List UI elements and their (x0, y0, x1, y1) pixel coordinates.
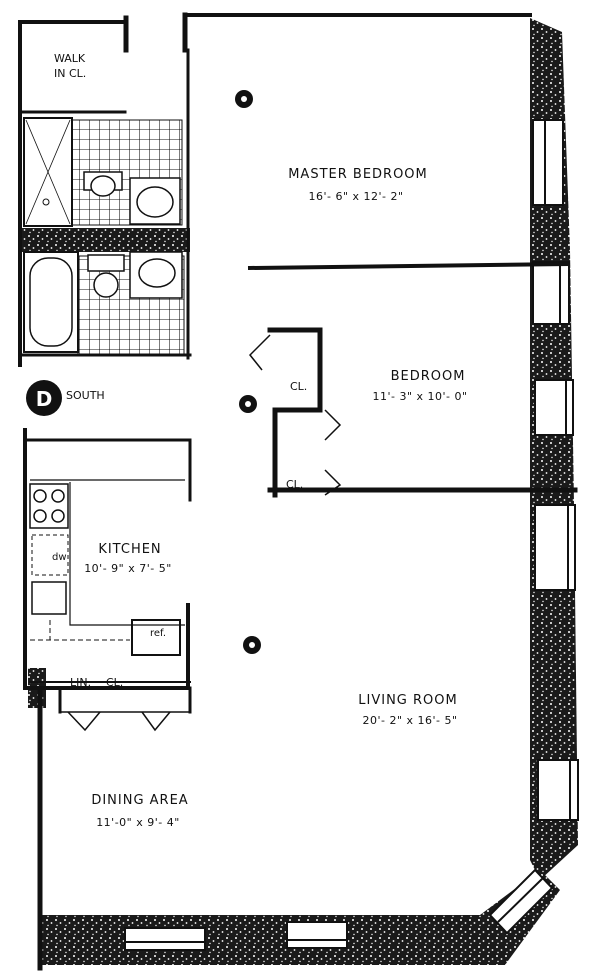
master-bedroom-name: MASTER BEDROOM (288, 167, 428, 182)
window (534, 379, 574, 436)
unit-badge (26, 380, 62, 416)
door-swings (67, 334, 342, 732)
kitchen-dims: 10'- 9" x 7'- 5" (84, 562, 172, 575)
kitchen-fixtures (29, 479, 185, 656)
sink (136, 186, 174, 218)
window (537, 759, 579, 821)
window (532, 261, 570, 325)
closet-label-upper: CL. (290, 380, 307, 393)
refrigerator-label: ref. (150, 628, 166, 639)
window (286, 921, 348, 949)
walk-in-closet-label-2: IN CL. (54, 67, 86, 80)
bathroom-upper (23, 117, 183, 227)
dining-area-name: DINING AREA (91, 793, 188, 808)
dishwasher (31, 534, 69, 576)
master-bedroom-dims: 16'- 6" x 12'- 2" (308, 190, 403, 203)
living-room-name: LIVING ROOM (358, 693, 457, 708)
kitchen-sink (31, 581, 67, 615)
bedroom-name: BEDROOM (391, 369, 466, 384)
unit-marker: D SOUTH (26, 380, 105, 416)
room-labels: WALK IN CL. MASTER BEDROOM 16'- 6" x 12'… (52, 52, 467, 829)
refrigerator (131, 619, 181, 656)
toilet (90, 175, 116, 197)
unit-exposure: SOUTH (66, 389, 105, 402)
bedroom-dims: 11'- 3" x 10'- 0" (372, 390, 467, 403)
closet-label-lower: CL. (286, 478, 303, 491)
bathroom-lower (23, 251, 185, 355)
windows (124, 119, 579, 951)
linen-closet-label: CL. (106, 676, 123, 689)
kitchen-name: KITCHEN (98, 542, 161, 557)
walk-in-closet-label: WALK (54, 52, 86, 65)
walls (18, 12, 578, 971)
sink (138, 258, 176, 288)
toilet (93, 272, 119, 298)
linen-label: LIN. (70, 676, 91, 689)
window (124, 927, 206, 951)
stove (29, 483, 69, 529)
dining-area-dims: 11'-0" x 9'- 4" (96, 816, 180, 829)
living-room-dims: 20'- 2" x 16'- 5" (362, 714, 457, 727)
unit-letter: D (36, 387, 53, 411)
window (532, 119, 564, 206)
ceiling-lights (235, 90, 261, 654)
dishwasher-label: dw (52, 552, 67, 563)
